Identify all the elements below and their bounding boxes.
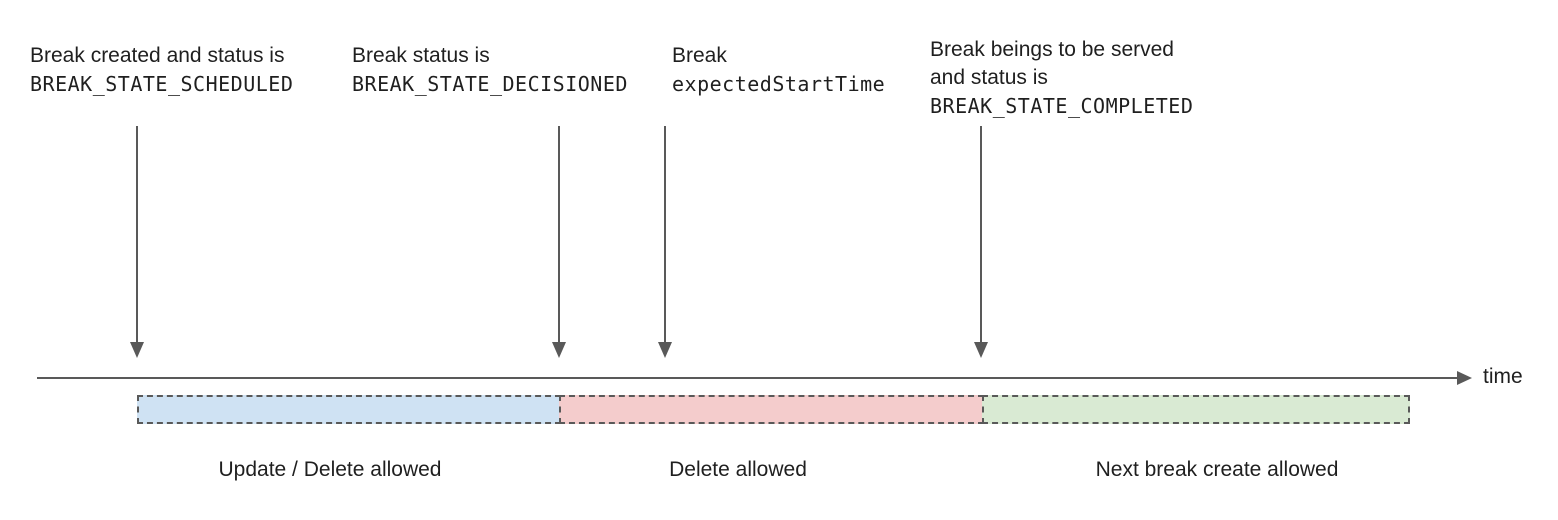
annotation-scheduled: Break created and status is BREAK_STATE_… — [30, 42, 293, 98]
arrowhead-down-icon — [974, 342, 988, 358]
arrowhead-down-icon — [552, 342, 566, 358]
arrowhead-down-icon — [130, 342, 144, 358]
annotation-scheduled-state-code: BREAK_STATE_SCHEDULED — [30, 72, 294, 96]
time-axis-arrowhead-icon — [1457, 371, 1472, 385]
annotation-decisioned: Break status is BREAK_STATE_DECISIONED — [352, 42, 628, 98]
segment-label-update-delete: Update / Delete allowed — [218, 458, 442, 481]
arrow-scheduled-icon — [130, 126, 144, 358]
arrow-expected-start-icon — [658, 126, 672, 358]
annotation-completed: Break beings to be served and status is … — [930, 36, 1193, 120]
arrow-decisioned-icon — [552, 126, 566, 358]
annotation-decisioned-line1: Break status is — [352, 44, 490, 67]
segment-label-next-create: Next break create allowed — [1095, 458, 1339, 481]
segment-label-delete: Delete allowed — [669, 458, 807, 481]
annotation-expected-start-field: expectedStartTime — [672, 72, 886, 96]
time-axis-line — [37, 377, 1457, 379]
time-axis-label: time — [1483, 365, 1523, 388]
arrowhead-down-icon — [658, 342, 672, 358]
segment-update-delete-allowed — [137, 395, 561, 424]
annotation-expected-start-line1: Break — [672, 44, 727, 67]
segment-delete-allowed — [559, 395, 984, 424]
annotation-completed-line2: and status is — [930, 66, 1048, 89]
annotation-decisioned-state-code: BREAK_STATE_DECISIONED — [352, 72, 628, 96]
segment-next-break-create-allowed — [982, 395, 1410, 424]
arrow-completed-icon — [974, 126, 988, 358]
annotation-scheduled-line1: Break created and status is — [30, 44, 285, 67]
annotation-completed-state-code: BREAK_STATE_COMPLETED — [930, 94, 1194, 118]
annotation-completed-line1: Break beings to be served — [930, 38, 1174, 61]
annotation-expected-start: Break expectedStartTime — [672, 42, 885, 98]
